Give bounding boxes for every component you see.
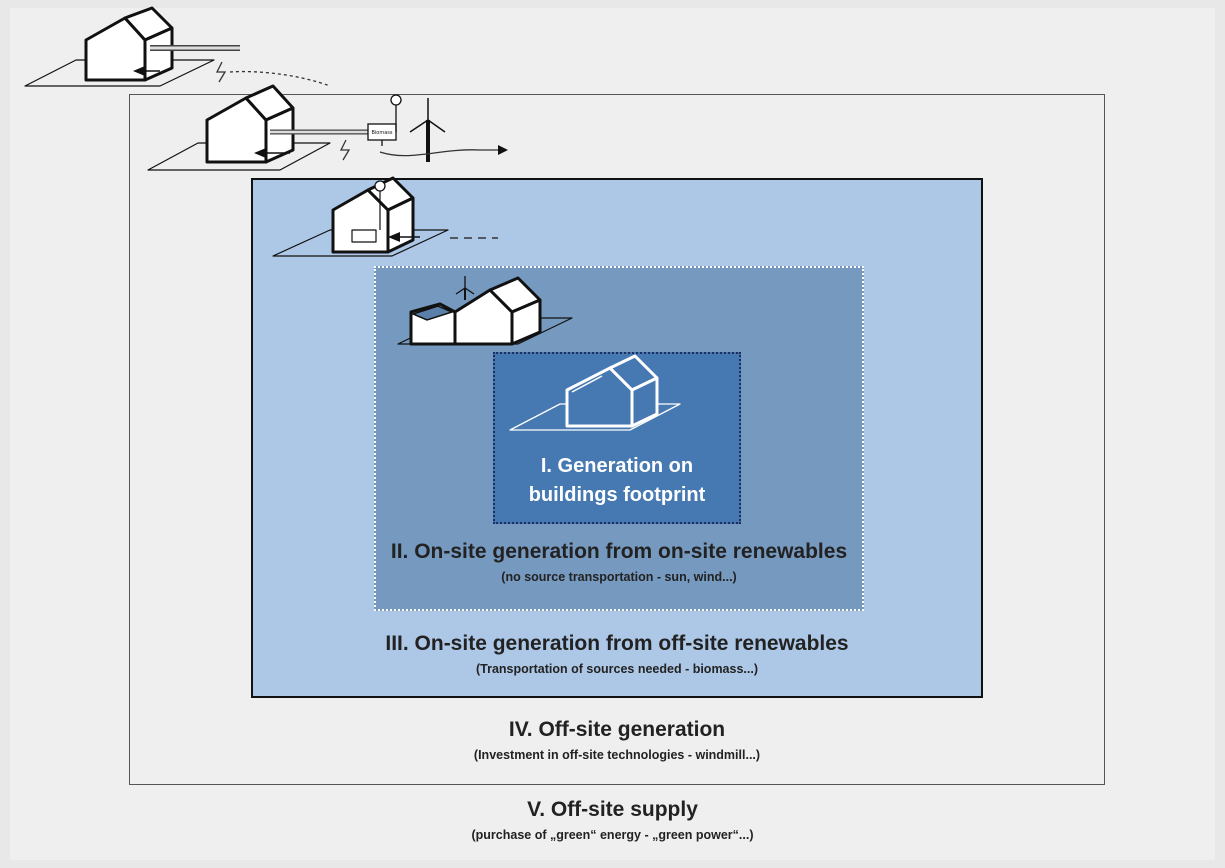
level-iv-subtitle: (Investment in off-site technologies - w… — [473, 748, 761, 762]
lightning-icon — [215, 61, 227, 83]
level-i-box — [493, 352, 741, 524]
wind-turbine-icon — [409, 98, 446, 162]
house-icon — [24, 6, 240, 87]
level-v-subtitle: (purchase of „green“ energy - „green pow… — [471, 828, 754, 842]
level-v-title: V. Off-site supply — [527, 798, 698, 821]
biomass-boiler-icon: Biomass — [367, 94, 402, 146]
solar-panel-icon — [410, 305, 455, 321]
level-iv-title: IV. Off-site generation — [508, 718, 726, 741]
house-icon — [509, 354, 681, 431]
wind-turbine-icon — [455, 276, 475, 300]
house-icon — [147, 84, 370, 171]
house-icon — [272, 176, 449, 257]
level-ii-subtitle: (no source transportation - sun, wind...… — [501, 570, 737, 584]
level-i-title-line2: buildings footprint — [528, 484, 706, 506]
lightning-icon — [339, 139, 351, 161]
level-i-title: I. Generation on buildings footprint — [493, 452, 741, 510]
svg-text:Biomass: Biomass — [371, 130, 392, 136]
level-iii-title: III. On-site generation from off-site re… — [385, 632, 849, 655]
level-ii-title: II. On-site generation from on-site rene… — [390, 540, 848, 563]
level-iii-subtitle: (Transportation of sources needed - biom… — [476, 662, 758, 676]
level-i-title-line1: I. Generation on — [540, 455, 694, 477]
